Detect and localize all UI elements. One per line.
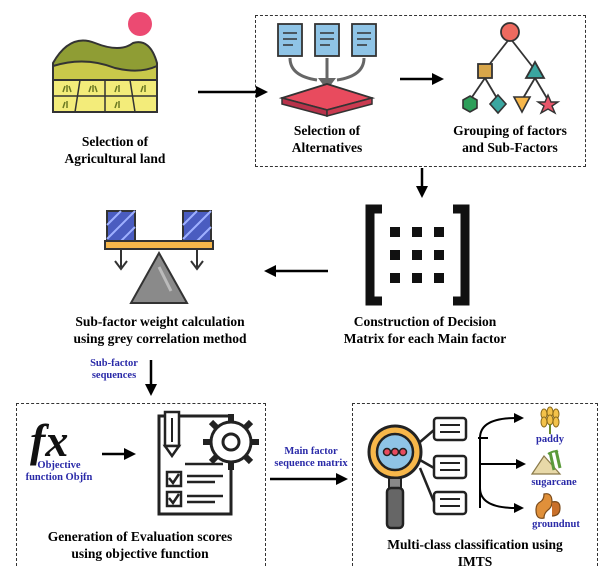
- arrow-grouping-to-matrix: [416, 168, 428, 198]
- arrow-alternatives-to-grouping: [400, 73, 444, 85]
- arrow-weight-to-evaluation: [145, 360, 157, 396]
- objective-function-caption: Objective function Objfn: [25, 460, 93, 483]
- main-factor-matrix-label: Main factor sequence matrix: [274, 446, 348, 469]
- sugarcane-icon: [530, 449, 562, 475]
- crop-paddy: paddy: [535, 434, 565, 445]
- agricultural-land-icon: [52, 12, 158, 113]
- arrow-evaluation-to-classification: [270, 473, 348, 485]
- arrow-fx-to-scorecard: [102, 448, 136, 460]
- evaluation-box: [16, 403, 266, 566]
- arrow-matrix-to-weight: [264, 265, 328, 277]
- evaluation-scorecard-icon: [157, 410, 259, 516]
- classification-magnifier-icon: [367, 416, 468, 530]
- paddy-icon: [540, 406, 560, 434]
- crop-branch-arrows: [478, 413, 526, 513]
- objective-function-symbol: fx: [30, 415, 69, 466]
- crop-sugarcane: sugarcane: [531, 477, 577, 488]
- balance-scale-icon: [104, 210, 214, 304]
- grouping-tree-icon: [462, 22, 561, 115]
- groundnut-icon: [535, 493, 561, 519]
- classification-box: [352, 403, 598, 566]
- subfactor-sequences-label: Sub-factor sequences: [90, 358, 138, 381]
- decision-matrix-icon: [365, 204, 470, 306]
- arrow-agri-to-alternatives: [198, 86, 268, 98]
- crop-groundnut: groundnut: [532, 519, 580, 530]
- alternatives-icon: [277, 23, 377, 117]
